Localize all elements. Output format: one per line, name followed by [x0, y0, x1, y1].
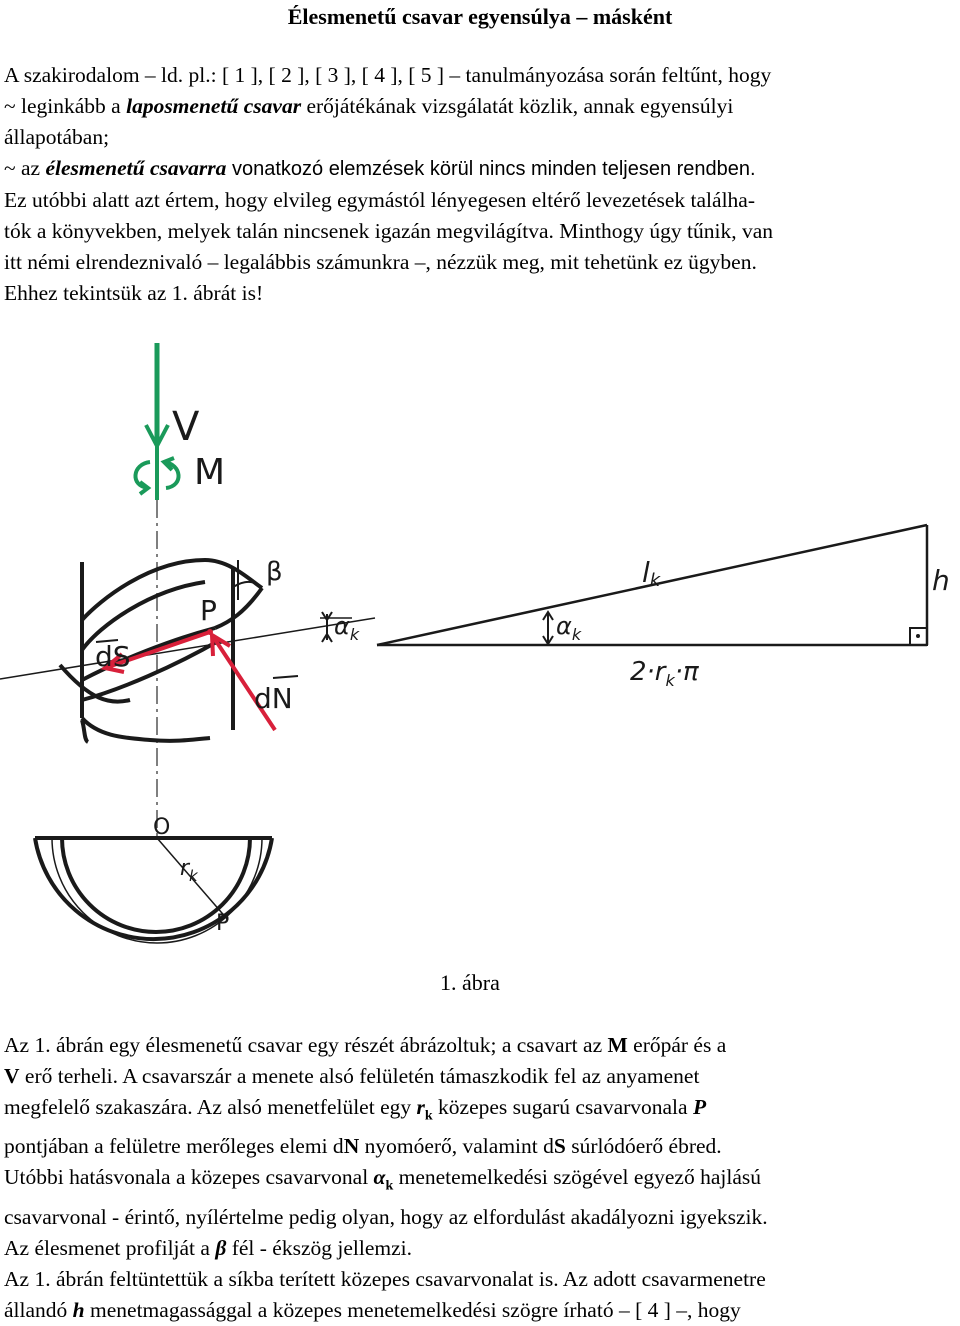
text-run: erőjátékának vizsgálatát közlik, annak e… [301, 94, 734, 118]
symbol-k-sub: k [424, 1108, 433, 1124]
label-alpha-left: αk [334, 612, 360, 644]
intro-line-2: ~ leginkább a laposmenetű csavar erőjáté… [4, 91, 956, 122]
figure-caption: 1. ábra [440, 970, 500, 995]
text-run: közepes sugarú csavarvonala [432, 1095, 693, 1119]
text-run: erőpár és a [627, 1033, 727, 1057]
symbol-k-sub: k [385, 1178, 394, 1194]
body-line-6: csavarvonal - érintő, nyílértelme pedig … [4, 1204, 768, 1229]
tangent-line [0, 617, 376, 680]
body-paragraph: Az 1. ábrán egy élesmenetű csavar egy ré… [4, 1030, 956, 1326]
text-run: Az 1. ábrán egy élesmenetű csavar egy ré… [4, 1033, 608, 1057]
dn-overbar [272, 675, 299, 679]
text-run: nyomóerő, valamint d [359, 1134, 554, 1159]
ds-overbar [95, 639, 119, 643]
label-lk: lk [642, 556, 662, 591]
figure-1: V M β αk P dS [0, 343, 950, 944]
intro-paragraph: A szakirodalom – ld. pl.: [ 1 ], [ 2 ], … [4, 60, 956, 309]
moment-m-symbol [133, 445, 181, 500]
text-run: pontjában a felületre merőleges elemi d [4, 1134, 344, 1159]
unrolled-helix-triangle [376, 523, 929, 647]
body-line-8: Az 1. ábrán feltüntettük a síkba terítet… [4, 1266, 766, 1291]
force-ds-arrow [100, 630, 211, 674]
alpha-dimension-right [542, 610, 554, 646]
screw-thread-drawing [58, 557, 264, 744]
intro-line-1: A szakirodalom – ld. pl.: [ 1 ], [ 2 ], … [4, 63, 772, 87]
label-dn: dN [254, 682, 293, 715]
label-alpha-right: αk [556, 612, 582, 644]
symbol-s: S [553, 1134, 566, 1159]
symbol-p: P [692, 1095, 707, 1119]
radius-line [156, 837, 229, 921]
label-rk: rk [180, 856, 199, 885]
symbol-h: h [72, 1297, 85, 1322]
label-h: h [932, 564, 950, 597]
page-title: Élesmenetű csavar egyensúlya – másként [287, 4, 673, 29]
text-run: menetemelkedési szögével egyező hajlású [393, 1165, 761, 1190]
intro-line-8: Ehhez tekintsük az 1. ábrát is! [4, 281, 264, 305]
label-o: O [153, 815, 170, 840]
body-line-2: V erő terheli. A csavarszár a menete als… [4, 1061, 956, 1092]
symbol-v: V [4, 1064, 20, 1088]
symbol-m: M [607, 1033, 628, 1057]
intro-line-7: itt némi elrendeznivaló – legalábbis szá… [4, 250, 757, 274]
force-v-arrow [144, 343, 170, 451]
text-run: állandó [4, 1297, 73, 1322]
label-p: P [200, 594, 217, 627]
intro-line-3: állapotában; [4, 125, 110, 149]
text-run: Utóbbi hatásvonala a közepes csavarvonal [4, 1165, 374, 1190]
text-run: fél - ékszög jellemzi. [226, 1235, 413, 1260]
label-v: V [172, 404, 200, 450]
symbol-n: N [343, 1134, 360, 1159]
force-dn-arrow [209, 631, 277, 732]
intro-line-4: ~ az élesmenetű csavarra vonatkozó elemz… [4, 153, 956, 185]
symbol-alpha: α [373, 1165, 386, 1190]
body-line-1: Az 1. ábrán egy élesmenetű csavar egy ré… [4, 1030, 956, 1061]
text-run: ~ leginkább a [4, 94, 127, 118]
label-m: M [194, 452, 225, 493]
text-run: menetmagassággal a közepes menetemelkedé… [84, 1297, 741, 1322]
body-line-3: megfelelő szakaszára. Az alsó menetfelül… [4, 1092, 956, 1131]
beta-angle-mark [231, 560, 257, 600]
text-run: erő terheli. A csavarszár a menete alsó … [19, 1064, 700, 1088]
label-p-bottom: P [216, 911, 229, 936]
text-run: Az élesmenet profilját a [4, 1235, 216, 1260]
text-run: vonatkozó elemzések körül nincs minden t… [226, 158, 756, 180]
body-line-9: állandó h menetmagassággal a közepes men… [4, 1295, 956, 1326]
text-run: súrlódóerő ébred. [565, 1134, 722, 1159]
term-flat-thread: laposmenetű csavar [126, 94, 302, 118]
top-view-half-ring [33, 836, 274, 944]
text-run: megfelelő szakaszára. Az alsó menetfelül… [4, 1095, 417, 1119]
label-ds: dS [95, 640, 131, 673]
label-circumference: 2·rk·π [630, 657, 699, 690]
label-beta: β [266, 557, 283, 587]
symbol-r: r [416, 1095, 425, 1119]
intro-line-5: Ez utóbbi alatt azt értem, hogy elvileg … [4, 188, 755, 212]
body-line-5: Utóbbi hatásvonala a közepes csavarvonal… [4, 1162, 956, 1201]
text-run: ~ az [4, 156, 46, 180]
body-line-4: pontjában a felületre merőleges elemi dN… [4, 1131, 956, 1162]
body-line-7: Az élesmenet profilját a β fél - ékszög … [4, 1233, 956, 1264]
right-angle-dot [916, 634, 920, 638]
intro-line-6: tók a könyvekben, melyek talán nincsenek… [4, 219, 774, 243]
term-sharp-thread: élesmenetű csavarra [45, 156, 227, 180]
symbol-beta: β [215, 1235, 227, 1260]
